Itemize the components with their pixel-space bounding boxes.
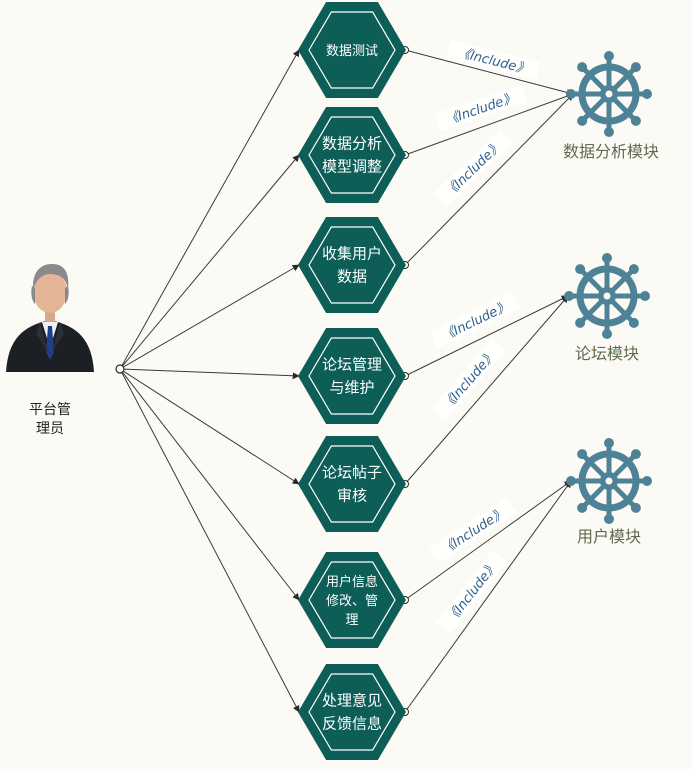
association-line-uc6 [119,368,300,601]
use-case-label-line: 论坛帖子 [322,464,382,482]
include-line-uc2 [404,92,574,156]
actor-label-line2: 理员 [36,421,64,437]
association-line-uc1 [119,49,300,370]
include-label-4: 《Include》 [440,299,512,345]
modules [564,51,652,524]
hexagon-shape [298,664,406,760]
association-line-uc2 [119,154,300,370]
include-label-6: 《Include》 [439,505,509,558]
include-label-7: 《Include》 [444,559,501,626]
hexagon-shape [298,217,406,313]
actor[interactable]: 平台管 理员 [6,264,94,437]
hexagon-inner-border [308,116,396,194]
hexagon-shape [298,2,406,98]
use-cases: 数据测试数据分析模型调整收集用户数据论坛管理与维护论坛帖子审核用户信息修改、管理… [298,2,406,760]
hexagon-inner-border [308,673,396,751]
module-data-analysis[interactable] [566,51,652,137]
ship-wheel-icon [566,51,652,137]
association-line-uc5 [119,368,300,485]
include-label-3: 《Include》 [442,139,505,201]
include-label-5: 《Include》 [440,348,499,413]
module-user[interactable] [566,438,652,524]
hexagon-shape [298,107,406,203]
ship-wheel-icon [566,438,652,524]
actor-label-line1: 平台管 [29,402,71,418]
use-case-label-line: 数据测试 [326,44,378,59]
use-case-label-line: 理 [345,613,358,628]
use-case-label-line: 收集用户 [322,245,382,263]
use-case-label-line: 模型调整 [322,158,382,176]
include-line-uc6 [404,480,572,601]
hexagon-inner-border [308,11,396,89]
include-line-uc3 [404,93,574,266]
use-case-label-line: 数据分析 [322,135,382,153]
actor-association-lines [119,49,300,713]
association-line-uc3 [119,264,300,370]
module-label-data-analysis: 数据分析模块 [563,142,659,161]
use-case-label-line: 修改、管 [326,594,378,609]
include-relations [404,49,574,713]
use-case-label-line: 反馈信息 [322,715,382,733]
hexagon-inner-border [308,445,396,523]
use-case-label-line: 处理意见 [322,692,382,710]
association-line-uc4 [119,368,300,380]
use-case-label-line: 审核 [337,487,367,505]
hexagon-shape [298,552,406,648]
use-case-label-line: 论坛管理 [322,356,382,374]
businessman-icon [6,264,94,372]
use-case-label-line: 与维护 [329,379,374,397]
use-case-label-line: 数据 [337,268,367,286]
hexagon-inner-border [308,226,396,304]
hexagon-inner-border [308,337,396,415]
association-line-uc7 [119,368,300,713]
actor-connector-dot [115,364,125,374]
include-line-uc1 [404,49,574,96]
uc-data-test[interactable]: 数据测试 [298,2,406,98]
hexagon-shape [298,436,406,532]
module-label-forum: 论坛模块 [575,344,639,363]
module-forum[interactable] [564,253,650,339]
use-case-label-line: 用户信息 [326,574,378,590]
ship-wheel-icon [564,253,650,339]
include-label-2: 《Include》 [444,90,518,128]
module-label-user: 用户模块 [577,527,641,546]
include-line-uc5 [404,295,569,485]
hexagon-inner-border [308,561,396,639]
include-line-uc7 [404,480,572,713]
hexagon-shape [298,328,406,424]
include-line-uc4 [404,295,569,377]
